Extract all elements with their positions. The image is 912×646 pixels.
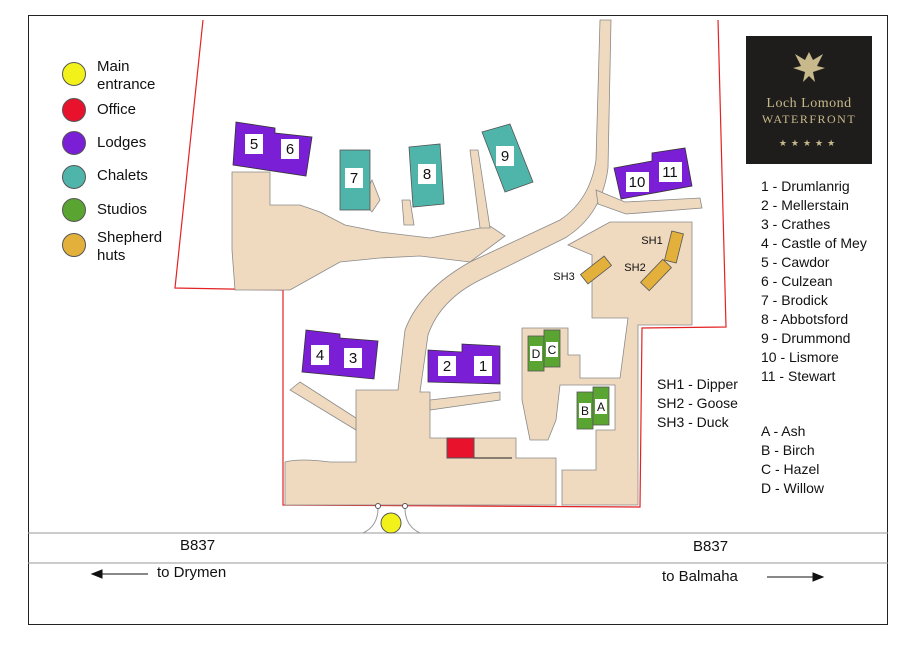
- list-item: 10 - Lismore: [761, 349, 839, 365]
- legend-item-office: Office: [62, 98, 136, 122]
- hut-labels: SH1 SH2 SH3: [553, 235, 662, 283]
- legend-label: Shepherd huts: [97, 229, 163, 264]
- shepherd-hut-sh1[interactable]: [664, 230, 684, 264]
- main-entrance-legend-icon: [62, 62, 86, 86]
- svg-text:C: C: [548, 343, 557, 357]
- legend-item-lodges: Lodges: [62, 131, 146, 155]
- svg-text:10: 10: [629, 174, 646, 191]
- studios-list: A - Ash B - Birch C - Hazel D - Willow: [761, 422, 824, 498]
- legend-label: Chalets: [97, 167, 148, 184]
- shepherd-hut-sh3[interactable]: [579, 255, 613, 285]
- studio-labels: D C B A: [530, 342, 607, 418]
- lodge-legend-icon: [62, 131, 86, 155]
- svg-text:3: 3: [349, 350, 357, 367]
- site-boundary: [174, 19, 727, 508]
- svg-text:A: A: [597, 400, 605, 414]
- list-item: B - Birch: [761, 442, 815, 458]
- direction-balmaha: to Balmaha: [662, 568, 738, 585]
- direction-drymen: to Drymen: [157, 564, 227, 581]
- svg-text:11: 11: [662, 164, 678, 181]
- svg-text:9: 9: [501, 148, 509, 165]
- logo-stars: ★★★★★: [778, 138, 840, 148]
- legend-item-shepherd-huts: Shepherd huts: [62, 229, 177, 265]
- legend-label: Main entrance: [97, 58, 156, 93]
- list-item: 7 - Brodick: [761, 292, 828, 308]
- list-item: 3 - Crathes: [761, 216, 831, 232]
- road-arrows: [90, 569, 825, 582]
- loch-lomond-logo: Loch Lomond WATERFRONT ★★★★★: [746, 36, 872, 164]
- svg-text:7: 7: [350, 170, 358, 187]
- legend-item-main-entrance: Main entrance: [62, 58, 177, 94]
- logo-name: Loch Lomond: [766, 96, 852, 111]
- legend-label: Office: [97, 101, 136, 118]
- legend-label: Studios: [97, 201, 148, 218]
- svg-text:6: 6: [286, 141, 294, 158]
- svg-text:5: 5: [250, 136, 258, 153]
- list-item: 11 - Stewart: [761, 368, 836, 384]
- list-item: 8 - Abbotsford: [761, 311, 849, 327]
- list-item: A - Ash: [761, 423, 806, 439]
- svg-text:4: 4: [316, 347, 324, 364]
- shepherd-hut-legend-icon: [62, 233, 86, 257]
- list-item: 2 - Mellerstain: [761, 197, 849, 213]
- svg-text:8: 8: [423, 166, 431, 183]
- logo-subtitle: WATERFRONT: [761, 112, 857, 126]
- list-item: D - Willow: [761, 480, 824, 496]
- svg-text:SH1: SH1: [641, 235, 662, 247]
- building-labels: 5 6 7 8 9 10 11 4 3 2 1: [245, 134, 682, 376]
- huts-list: SH1 - Dipper SH2 - Goose SH3 - Duck: [657, 375, 738, 432]
- svg-text:1: 1: [479, 358, 487, 375]
- legend-item-studios: Studios: [62, 198, 147, 222]
- svg-text:D: D: [532, 347, 541, 361]
- list-item: SH2 - Goose: [657, 395, 738, 411]
- chalet-legend-icon: [62, 165, 86, 189]
- list-item: SH1 - Dipper: [657, 376, 738, 392]
- svg-text:SH3: SH3: [553, 271, 574, 283]
- shepherd-huts: [579, 230, 684, 292]
- office-legend-icon: [62, 98, 86, 122]
- eagle-icon: [793, 52, 825, 82]
- chalets: [339, 123, 534, 211]
- svg-text:SH2: SH2: [624, 262, 645, 274]
- legend-label: Lodges: [97, 134, 147, 151]
- list-item: 9 - Drummond: [761, 330, 851, 346]
- studio-legend-icon: [62, 198, 86, 222]
- svg-text:B: B: [581, 404, 589, 418]
- units-list: 1 - Drumlanrig 2 - Mellerstain 3 - Crath…: [761, 177, 867, 386]
- shepherd-hut-sh2[interactable]: [640, 258, 672, 292]
- list-item: C - Hazel: [761, 461, 820, 477]
- list-item: SH3 - Duck: [657, 414, 729, 430]
- list-item: 1 - Drumlanrig: [761, 178, 850, 194]
- legend-item-chalets: Chalets: [62, 165, 148, 189]
- list-item: 4 - Castle of Mey: [761, 235, 867, 251]
- lodge-5-6[interactable]: [232, 121, 313, 177]
- list-item: 5 - Cawdor: [761, 254, 830, 270]
- road-name-left: B837: [180, 537, 216, 554]
- list-item: 6 - Culzean: [761, 273, 833, 289]
- main-entrance-marker[interactable]: [380, 512, 402, 534]
- svg-text:2: 2: [443, 358, 451, 375]
- map-frame: [28, 15, 888, 625]
- office-marker[interactable]: [446, 437, 475, 459]
- road-name-right: B837: [693, 538, 729, 555]
